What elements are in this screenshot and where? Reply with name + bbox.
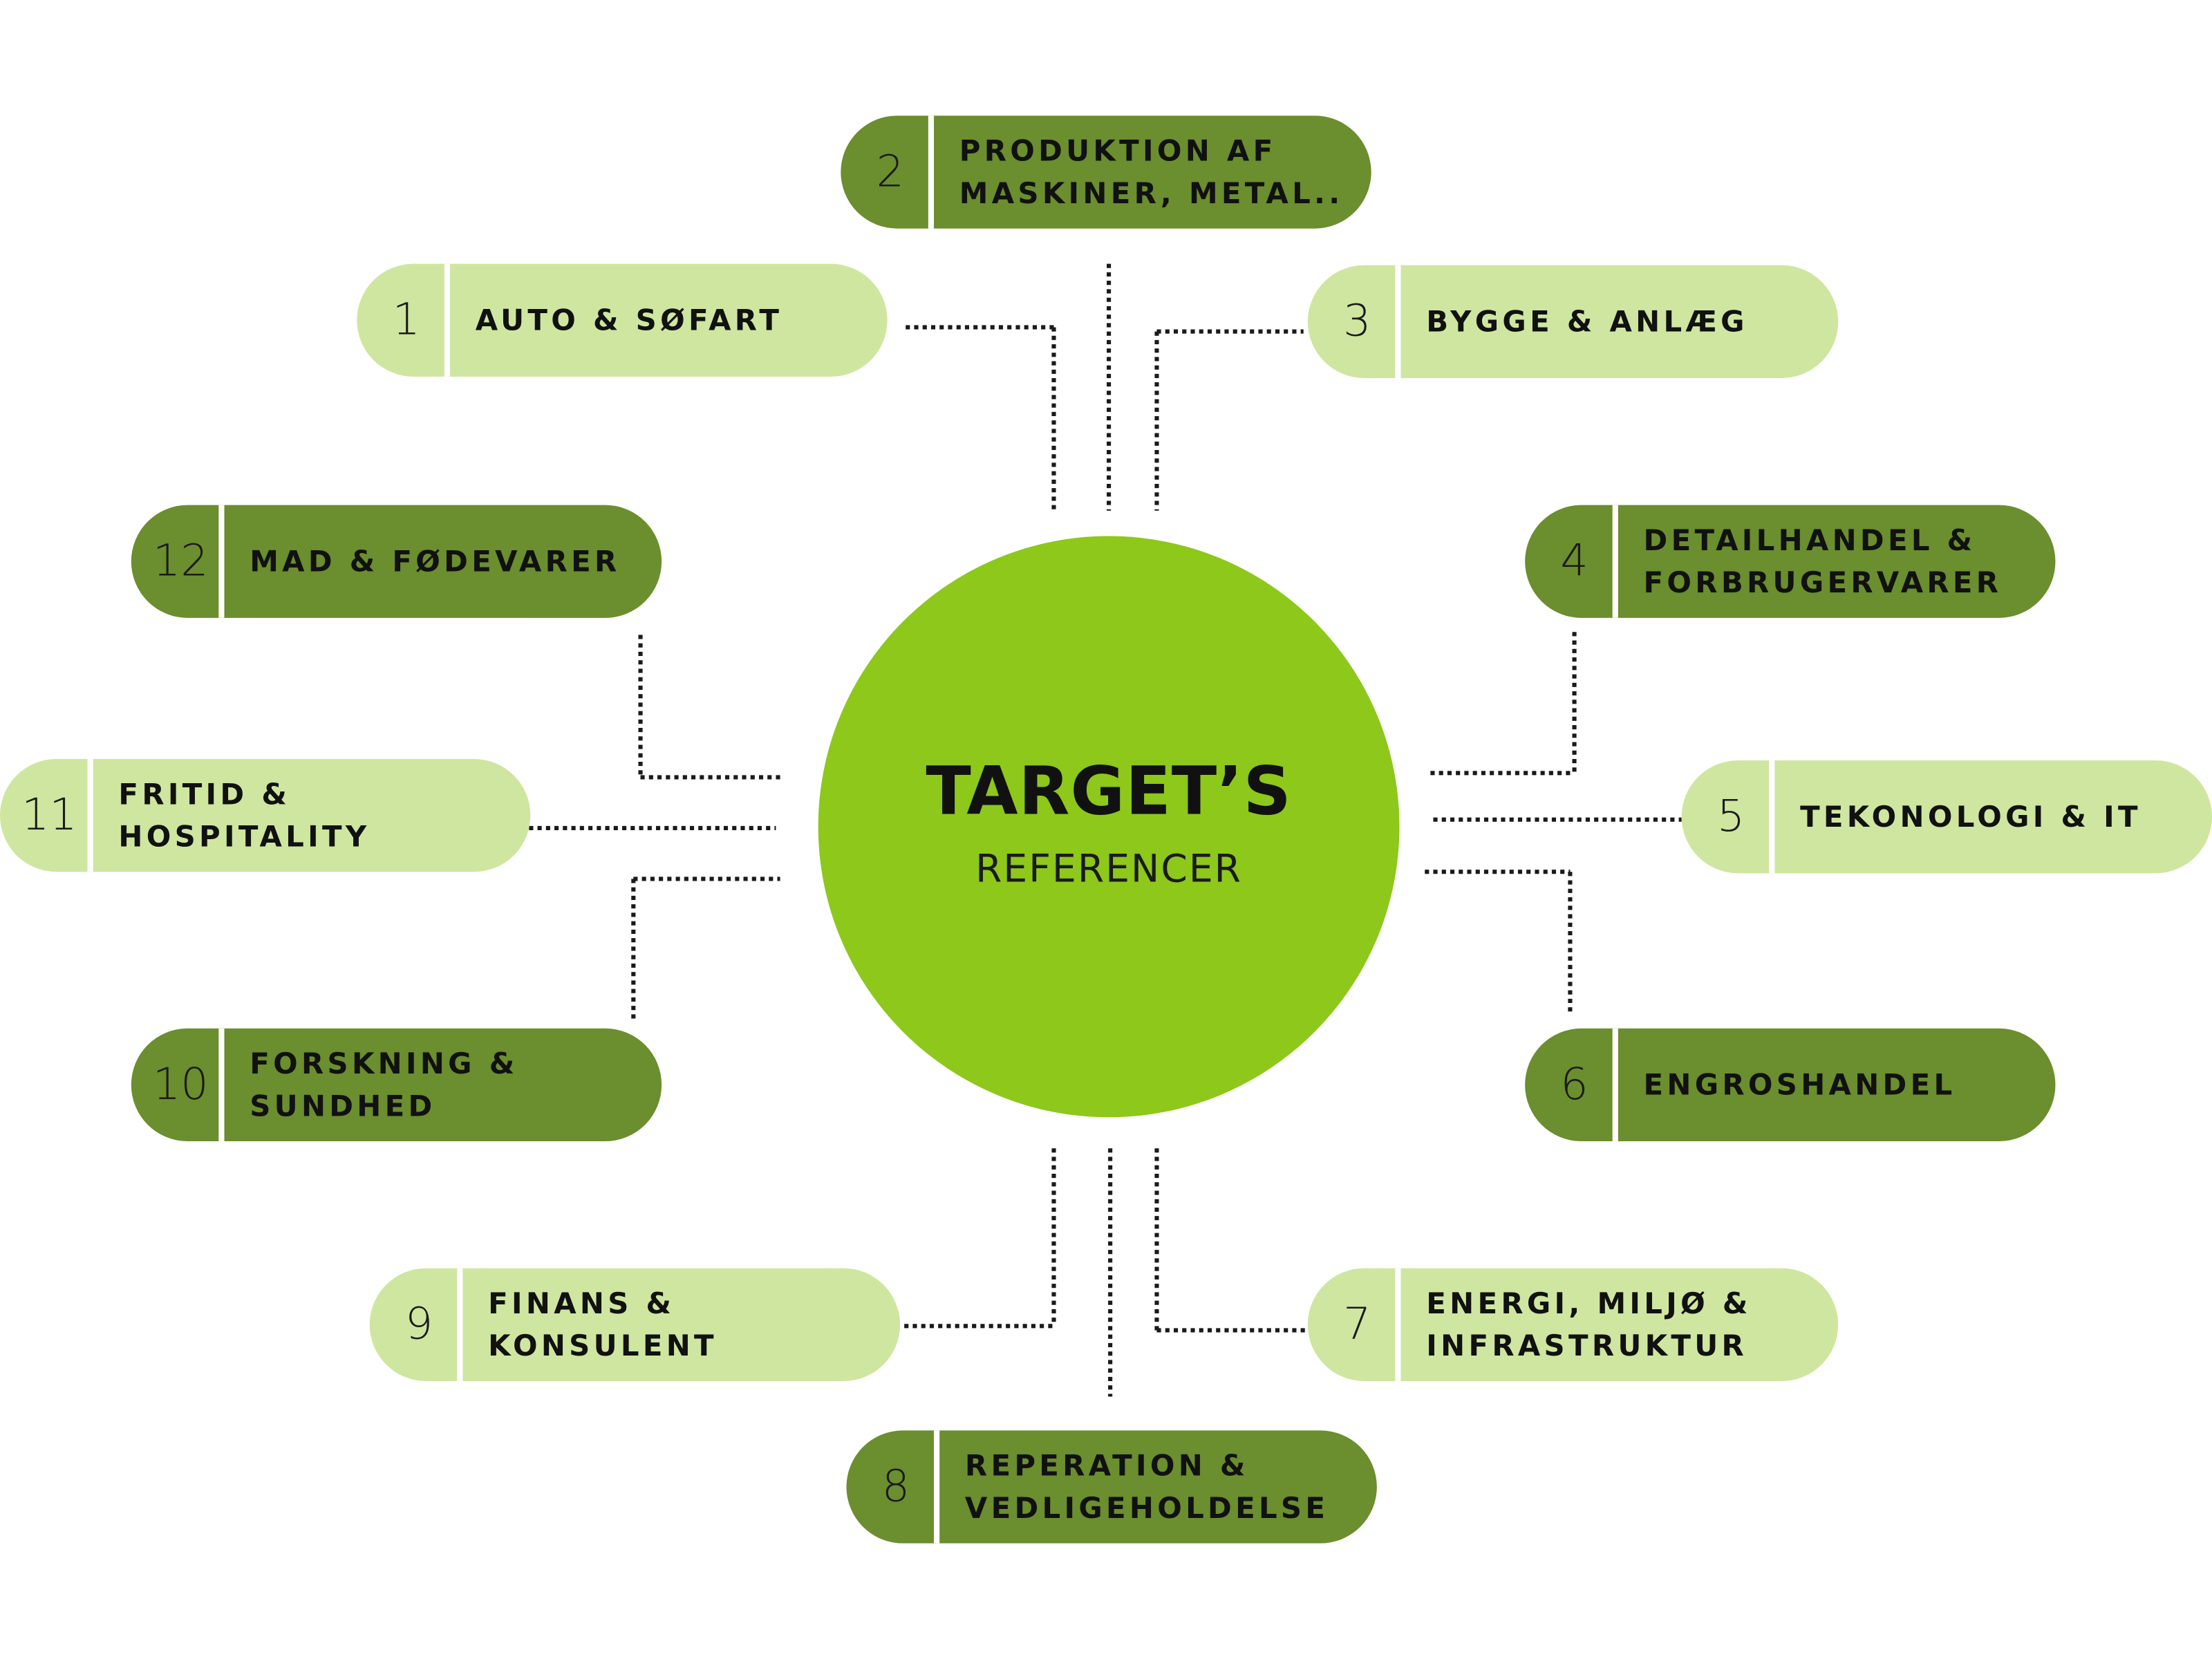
category-pill-11: 11 FRITID & HOSPITALITY — [0, 758, 531, 872]
category-label: FRITID & HOSPITALITY — [118, 777, 371, 854]
pill-divider — [87, 758, 93, 872]
hub-title: TARGET’S — [926, 753, 1292, 832]
pill-divider — [928, 115, 935, 229]
category-label: ENGROSHANDEL — [1643, 1067, 1956, 1102]
category-number: 12 — [152, 536, 209, 587]
pill-divider — [1612, 505, 1618, 618]
category-pill-8: 8 REPERATION & VEDLIGEHOLDELSE — [846, 1430, 1377, 1544]
category-pill-1: 1 AUTO & SØFART — [357, 263, 888, 377]
category-pill-5: 5 TEKONOLOGI & IT — [1681, 760, 2212, 874]
category-number: 5 — [1716, 791, 1745, 843]
category-pill-3: 3 BYGGE & ANLÆG — [1307, 265, 1839, 378]
category-number: 6 — [1560, 1059, 1588, 1111]
category-number: 10 — [152, 1059, 209, 1111]
pill-divider — [1769, 760, 1775, 874]
category-pill-7: 7 ENERGI, MILJØ & INFRASTRUKTUR — [1307, 1268, 1839, 1381]
category-pill-9: 9 FINANS & KONSULENT — [369, 1268, 901, 1381]
category-pill-4: 4 DETAILHANDEL & FORBRUGERVARER — [1525, 505, 2056, 618]
category-label: PRODUKTION AF MASKINER, METAL.. — [959, 133, 1344, 211]
pill-divider — [1395, 265, 1401, 378]
category-label: FORSKNING & SUNDHED — [250, 1047, 518, 1123]
pill-divider — [457, 1268, 463, 1381]
category-number: 4 — [1560, 536, 1588, 587]
pill-divider — [218, 505, 225, 618]
pill-divider — [1395, 1268, 1401, 1381]
category-pill-2: 2 PRODUKTION AF MASKINER, METAL.. — [841, 115, 1371, 229]
pill-divider — [1612, 1028, 1618, 1142]
category-label: MAD & FØDEVARER — [250, 544, 621, 579]
hub-subtitle: REFERENCER — [975, 847, 1243, 892]
category-pill-10: 10 FORSKNING & SUNDHED — [131, 1028, 662, 1142]
category-number: 9 — [404, 1299, 433, 1351]
pill-divider — [444, 263, 451, 377]
center-hub-circle — [818, 536, 1400, 1118]
pill-divider — [218, 1028, 225, 1142]
category-pill-6: 6 ENGROSHANDEL — [1525, 1028, 2056, 1142]
category-label: ENERGI, MILJØ & INFRASTRUKTUR — [1426, 1286, 1752, 1363]
category-number: 8 — [881, 1461, 910, 1512]
category-number: 1 — [392, 294, 420, 346]
category-pill-12: 12 MAD & FØDEVARER — [131, 505, 662, 618]
pill-divider — [934, 1430, 940, 1544]
category-label: DETAILHANDEL & FORBRUGERVARER — [1643, 523, 2003, 600]
category-number: 11 — [21, 789, 77, 841]
category-label: TEKONOLOGI & IT — [1800, 800, 2141, 834]
category-number: 2 — [876, 147, 904, 198]
category-label: FINANS & KONSULENT — [488, 1286, 718, 1363]
category-label: REPERATION & VEDLIGEHOLDELSE — [964, 1448, 1329, 1526]
category-number: 3 — [1343, 296, 1371, 348]
category-label: BYGGE & ANLÆG — [1426, 304, 1748, 339]
category-number: 7 — [1343, 1299, 1371, 1351]
category-label: AUTO & SØFART — [475, 303, 783, 337]
